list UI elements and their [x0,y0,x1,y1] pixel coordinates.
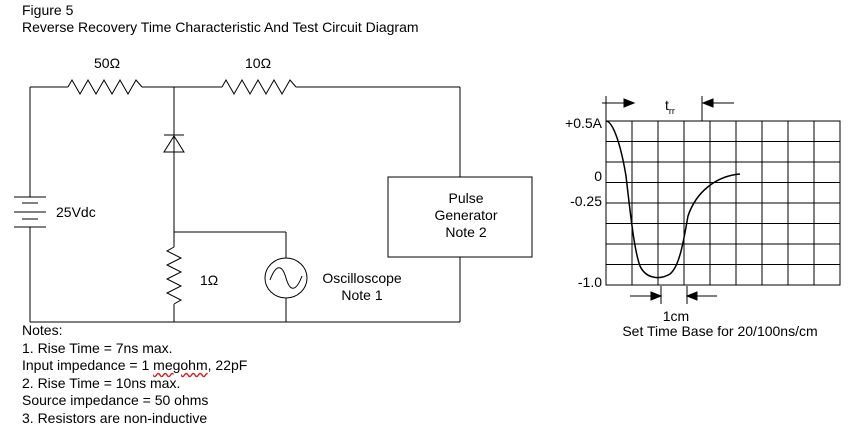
note-1b: Input impedance = 1 megohm, 22pF [22,357,248,373]
battery-symbol [14,196,46,228]
timebase-label: Set Time Base for 20/100ns/cm [622,323,817,339]
svg-text:Note 1: Note 1 [341,287,382,303]
r3-label: 1Ω [200,272,218,288]
reverse-recovery-curve [605,120,741,279]
svg-text:-1.0: -1.0 [578,274,602,290]
test-circuit [14,78,533,323]
figure-header: Figure 5 Reverse Recovery Time Character… [22,2,419,36]
svg-text:-0.25: -0.25 [570,193,602,209]
waveform-y-labels: +0.5A 0 -0.25 -1.0 [565,115,603,290]
waveform-grid [605,120,841,286]
svg-text:0: 0 [594,168,602,184]
svg-text:Oscilloscope: Oscilloscope [322,270,402,286]
note-2: 2. Rise Time = 10ns max. [22,374,181,391]
note-3: 3. Resistors are non-inductive [22,409,208,426]
oscilloscope-label: Oscilloscope Note 1 [322,270,402,303]
svg-text:+0.5A: +0.5A [565,115,603,131]
svg-text:Generator: Generator [434,207,497,223]
resistor-1-ohm [165,246,183,305]
trr-markers [602,96,734,121]
note-2b: Source impedance = 50 ohms [22,392,209,408]
svg-text:Pulse: Pulse [448,190,483,206]
notes-block: Notes: 1. Rise Time = 7ns max. Input imp… [22,322,247,427]
pulse-generator-label: Pulse Generator Note 2 [434,190,497,240]
cm-markers [630,286,717,304]
resistor-50-ohm [67,78,143,96]
cm-label: 1cm [663,308,689,324]
diode-symbol [163,134,185,153]
figure-title: Reverse Recovery Time Characteristic And… [22,19,419,35]
trr-label: trr [665,97,675,116]
figure-number: Figure 5 [22,2,74,18]
r2-label: 10Ω [245,55,271,71]
notes-heading: Notes: [22,322,63,338]
oscilloscope-sine-icon [269,267,303,289]
r1-label: 50Ω [94,55,120,71]
megohm-word: megohm [153,357,208,373]
note-1: 1. Rise Time = 7ns max. [22,339,173,356]
battery-label: 25Vdc [56,204,96,220]
svg-text:Note 2: Note 2 [445,224,486,240]
resistor-10-ohm [221,78,297,96]
